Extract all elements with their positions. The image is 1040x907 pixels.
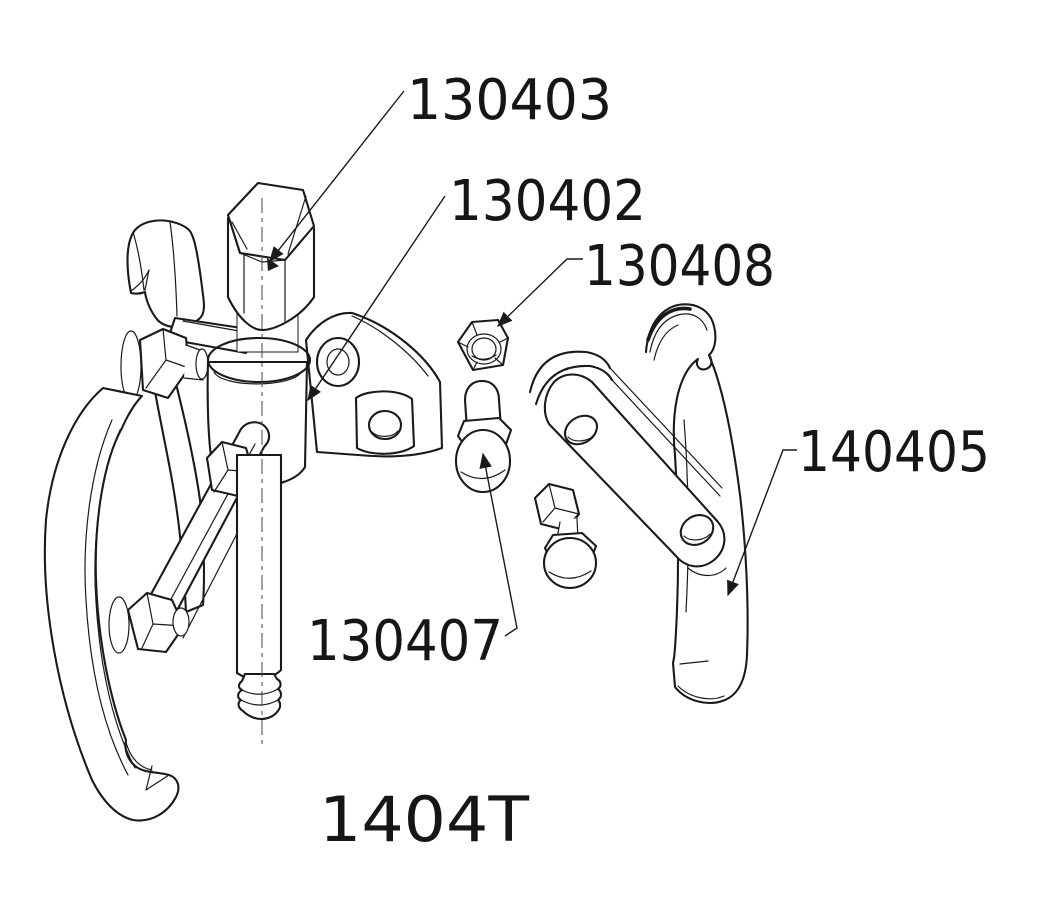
leader-130407 — [479, 452, 518, 637]
front-left-jaw — [43, 386, 180, 822]
detached-jaw-assembly — [528, 303, 749, 704]
yoke-right-arm — [304, 311, 444, 458]
leader-130402 — [307, 195, 446, 402]
part-number-label: 140405 — [798, 420, 990, 485]
hex-nut — [456, 318, 510, 372]
part-number-label: 130403 — [407, 68, 612, 133]
part-number-label: 130408 — [584, 234, 775, 299]
leader-lines — [269, 90, 797, 637]
center-screw — [226, 181, 316, 721]
hex-bolt — [454, 379, 513, 494]
leader-140405 — [727, 449, 797, 597]
leader-130408 — [496, 258, 583, 327]
leader-130403 — [269, 90, 405, 263]
part-number-label: 130402 — [449, 169, 646, 234]
left-pivot-nut — [120, 327, 209, 402]
part-number-label: 130407 — [307, 609, 503, 674]
drawing-title: 1404T — [319, 783, 530, 856]
